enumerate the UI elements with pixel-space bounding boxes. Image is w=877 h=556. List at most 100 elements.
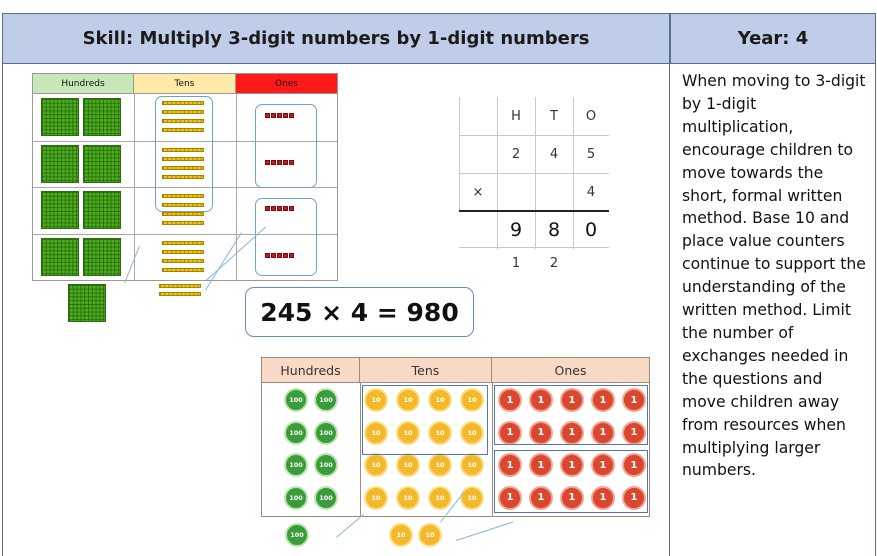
grid-line: [459, 135, 609, 136]
grid-line: [33, 140, 337, 142]
exchanged-ten-rod: [159, 284, 201, 288]
one-counter: 1: [560, 485, 584, 510]
base10-table: Hundreds Tens Ones: [32, 73, 338, 281]
one-cube: [283, 113, 288, 118]
hundred-block: [83, 144, 121, 183]
ten-rod: [162, 267, 204, 272]
one-cube: [271, 206, 276, 211]
one-counter: 1: [529, 485, 553, 510]
grid-line: [33, 233, 337, 235]
exchanged-ten-counter: 10: [418, 523, 442, 547]
base10-header-hundreds: Hundreds: [33, 74, 134, 94]
ten-rod: [162, 240, 204, 245]
hundred-block: [41, 191, 79, 229]
hundred-block: [83, 191, 121, 229]
ten-counter: 10: [460, 388, 484, 412]
one-counter: 1: [591, 485, 615, 510]
one-counter: 1: [498, 388, 522, 412]
hundred-counter: 100: [314, 485, 338, 510]
ten-rod: [162, 128, 204, 132]
grid-line: [459, 173, 609, 174]
equation-box: 245 × 4 = 980: [245, 287, 474, 337]
ten-counter: 10: [364, 388, 388, 412]
answer-digit: 0: [584, 219, 598, 241]
hto-digit: 4: [549, 146, 559, 162]
one-counter: 1: [591, 453, 615, 477]
hundred-counter: 100: [284, 420, 308, 445]
counters-header-hundreds: Hundreds: [262, 358, 360, 383]
grid-line: [134, 94, 135, 280]
base10-header-tens: Tens: [134, 74, 236, 94]
ten-rod: [162, 101, 204, 105]
one-counter: 1: [622, 453, 646, 477]
answer-digit: 9: [509, 219, 523, 241]
one-counter: 1: [498, 453, 522, 477]
ten-counter: 10: [396, 420, 420, 445]
one-counter: 1: [591, 420, 615, 445]
one-counter: 1: [560, 420, 584, 445]
one-cube: [265, 206, 270, 211]
one-counter: 1: [622, 420, 646, 445]
grid-line: [492, 383, 493, 516]
one-counter: 1: [529, 453, 553, 477]
exchanged-hundred-block: [68, 284, 106, 322]
ten-rod: [162, 194, 204, 198]
ten-rod: [162, 212, 204, 216]
ten-counter: 10: [428, 388, 452, 412]
one-cube: [277, 159, 282, 165]
ten-counter: 10: [364, 485, 388, 510]
ten-counter: 10: [428, 453, 452, 477]
one-counter: 1: [529, 420, 553, 445]
one-cube: [271, 113, 276, 118]
one-cube: [265, 113, 270, 118]
teaching-notes: When moving to 3-digit by 1-digit multip…: [682, 72, 866, 480]
exchanged-ten-rod: [159, 292, 201, 296]
ten-rod: [162, 110, 204, 114]
grid-line: [33, 187, 337, 188]
ten-rod: [162, 249, 204, 254]
counters-header-tens: Tens: [360, 358, 492, 383]
hundred-block: [41, 144, 79, 183]
ten-counter: 10: [460, 453, 484, 477]
hto-header-h: H: [511, 108, 521, 124]
ten-counter: 10: [460, 420, 484, 445]
one-cube: [277, 252, 282, 258]
one-cube: [283, 206, 288, 211]
ten-counter: 10: [428, 485, 452, 510]
one-counter: 1: [622, 388, 646, 412]
ones-group-ring: [494, 385, 648, 445]
hundred-counter: 100: [284, 453, 308, 477]
hundred-counter: 100: [284, 388, 308, 412]
one-cube: [277, 113, 282, 118]
one-counter: 1: [622, 485, 646, 510]
grid-line: [360, 383, 361, 516]
ten-rod: [162, 156, 204, 161]
one-counter: 1: [529, 388, 553, 412]
one-counter: 1: [498, 485, 522, 510]
notes-panel: When moving to 3-digit by 1-digit multip…: [670, 64, 876, 556]
one-cube: [289, 159, 294, 165]
hto-digit: 4: [586, 184, 596, 200]
one-cube: [283, 252, 288, 258]
exchanged-ten-counter: 10: [389, 523, 413, 547]
hundred-counter: 100: [314, 388, 338, 412]
ten-counter: 10: [364, 453, 388, 477]
one-counter: 1: [560, 453, 584, 477]
examples-panel: [2, 64, 670, 556]
grid-line: [459, 97, 460, 211]
one-cube: [265, 252, 270, 258]
one-cube: [283, 159, 288, 165]
skill-title: Skill: Multiply 3-digit numbers by 1-dig…: [2, 13, 670, 64]
base10-header-ones: Ones: [236, 74, 337, 94]
ten-rod: [162, 165, 204, 170]
ten-counter: 10: [364, 420, 388, 445]
ten-counter: 10: [460, 485, 484, 510]
ten-rod: [162, 119, 204, 123]
one-cube: [289, 252, 294, 258]
counters-header-ones: Ones: [492, 358, 649, 383]
ten-rod: [162, 221, 204, 225]
exchanged-hundred-counter: 100: [285, 523, 309, 547]
answer-line: [459, 210, 609, 212]
